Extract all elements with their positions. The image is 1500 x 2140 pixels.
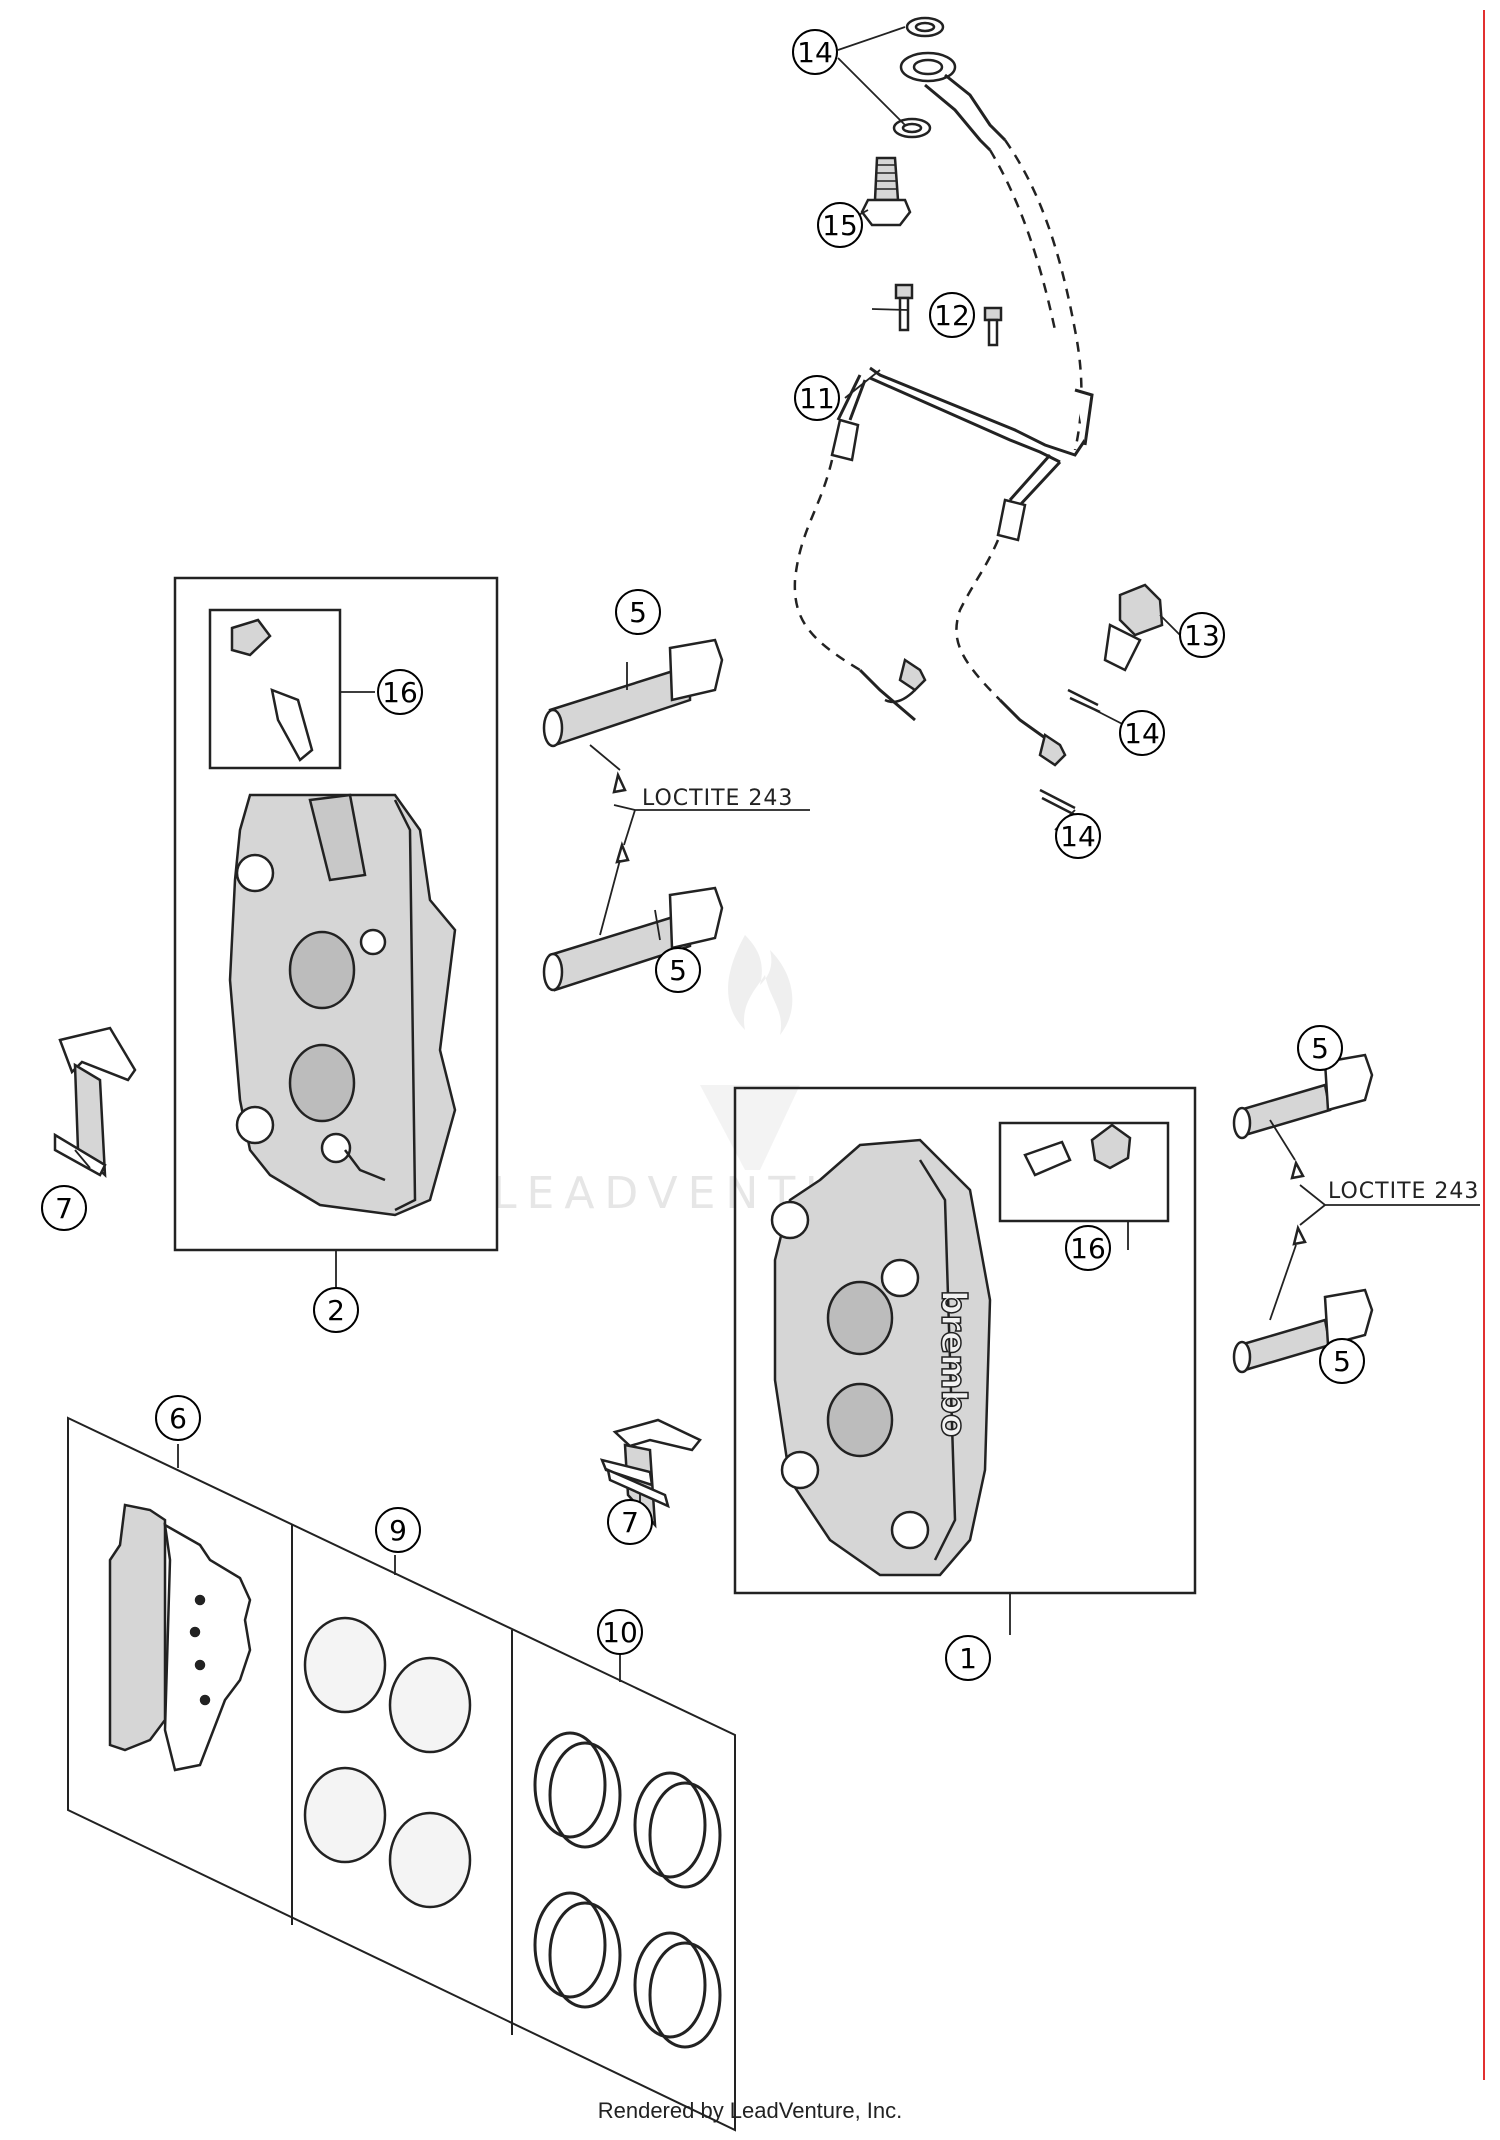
loctite-note-left: LOCTITE 243 <box>642 786 793 811</box>
callout-14-top: 14 <box>792 29 838 75</box>
piston-seals <box>533 1731 722 2049</box>
callout-16-left: 16 <box>377 669 423 715</box>
svg-text:1: 1 <box>959 1642 977 1675</box>
callout-9: 9 <box>375 1507 421 1553</box>
svg-text:15: 15 <box>822 209 858 242</box>
svg-text:5: 5 <box>629 596 647 629</box>
caliper-right-assembly <box>733 1086 1197 1595</box>
callout-5-right-bottom: 5 <box>1319 1338 1365 1384</box>
leadventure-watermark-logo <box>700 935 800 1170</box>
svg-text:16: 16 <box>382 676 418 709</box>
svg-text:6: 6 <box>169 1402 187 1435</box>
caliper-right-body <box>773 1138 992 1577</box>
svg-text:11: 11 <box>799 382 835 415</box>
callout-16-right: 16 <box>1065 1225 1111 1271</box>
footer-credit: Rendered by LeadVenture, Inc. <box>597 2098 903 2123</box>
svg-text:9: 9 <box>389 1514 407 1547</box>
loctite-note-right: LOCTITE 243 <box>1328 1179 1479 1204</box>
pad-spring-left <box>53 1026 137 1179</box>
brake-pads <box>108 1503 252 1772</box>
pistons <box>303 1616 472 1909</box>
callout-15: 15 <box>817 202 863 248</box>
svg-text:5: 5 <box>669 954 687 987</box>
repair-kit-right-box <box>998 1121 1170 1223</box>
svg-text:12: 12 <box>934 299 970 332</box>
leader-lines <box>74 26 1480 1682</box>
repair-kit-left-box <box>208 608 342 770</box>
svg-text:10: 10 <box>602 1616 638 1649</box>
callout-7-right: 7 <box>607 1499 653 1545</box>
svg-text:14: 14 <box>797 36 833 69</box>
callout-10: 10 <box>597 1609 643 1655</box>
caliper-bolts <box>542 638 1374 1374</box>
callout-12: 12 <box>929 292 975 338</box>
callout-5-left-top: 5 <box>615 589 661 635</box>
callout-2: 2 <box>313 1287 359 1333</box>
kit-panels <box>67 1416 736 2132</box>
svg-text:14: 14 <box>1060 820 1096 853</box>
callout-7-left: 7 <box>41 1185 87 1231</box>
brake-line-group <box>793 16 1164 818</box>
callout-11: 11 <box>794 375 840 421</box>
callout-6: 6 <box>155 1395 201 1441</box>
callout-5-left-bottom: 5 <box>655 947 701 993</box>
pad-spring-right <box>599 1418 702 1529</box>
svg-text:5: 5 <box>1311 1032 1329 1065</box>
caliper-left-assembly <box>173 576 499 1252</box>
callout-14-middle: 14 <box>1119 710 1165 756</box>
svg-text:16: 16 <box>1070 1232 1106 1265</box>
callout-13: 13 <box>1179 612 1225 658</box>
caliper-brand-text: brembo <box>933 1290 973 1437</box>
svg-text:2: 2 <box>327 1294 345 1327</box>
svg-text:7: 7 <box>55 1192 73 1225</box>
caliper-left-body <box>228 793 457 1217</box>
svg-text:14: 14 <box>1124 717 1160 750</box>
callout-5-right-top: 5 <box>1297 1025 1343 1071</box>
callout-1: 1 <box>945 1635 991 1681</box>
svg-text:7: 7 <box>621 1506 639 1539</box>
svg-text:13: 13 <box>1184 619 1220 652</box>
callout-14-bottom: 14 <box>1055 813 1101 859</box>
caliper-right-box <box>733 1086 1197 1595</box>
svg-text:5: 5 <box>1333 1345 1351 1378</box>
